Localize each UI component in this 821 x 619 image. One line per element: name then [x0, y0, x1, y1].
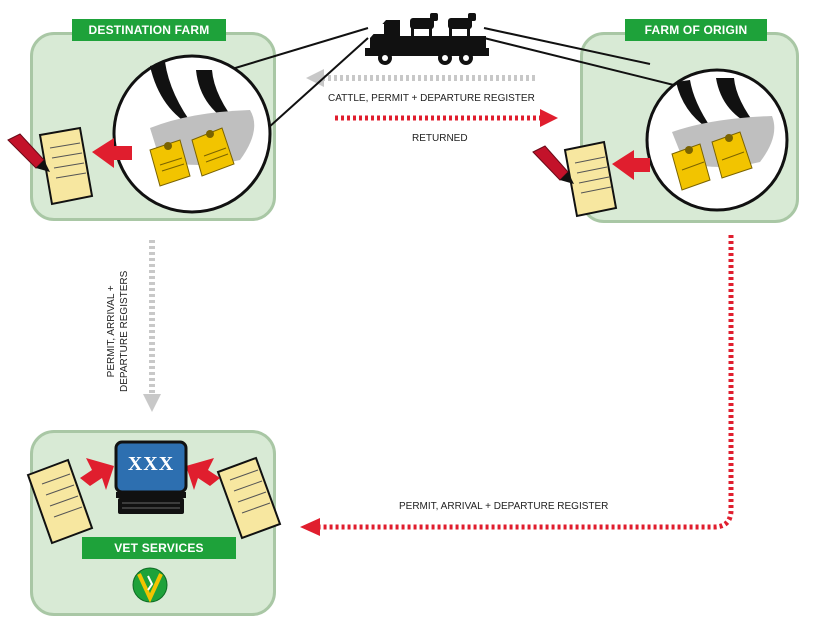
farm-of-origin-label: FARM OF ORIGIN — [625, 19, 767, 41]
pen-icon — [7, 133, 50, 172]
vet-services-label: VET SERVICES — [82, 537, 236, 559]
edge-label-destination-to-vet: PERMIT, ARRIVAL + DEPARTURE REGISTERS — [105, 271, 131, 392]
edge-label-truck-to-destination: CATTLE, PERMIT + DEPARTURE REGISTER — [328, 93, 535, 104]
document-icon — [563, 140, 618, 218]
truck-icon — [365, 13, 489, 65]
ear-tag-icon — [149, 139, 191, 187]
ear-tag-icon — [191, 127, 235, 177]
red-arrow-icon — [92, 138, 132, 168]
arrow-destination-to-vet — [143, 240, 161, 412]
ear-tag-icon — [671, 143, 711, 191]
pen-icon — [532, 145, 574, 184]
red-arrow-icon — [186, 458, 220, 490]
destination-ear-tag-callout — [112, 54, 272, 214]
arrow-truck-to-destination — [306, 69, 535, 87]
document-icon — [216, 456, 282, 540]
red-arrow-icon — [80, 458, 114, 490]
origin-ear-tag-callout — [645, 68, 789, 212]
computer-screen-text: XXX — [127, 453, 175, 475]
edge-label-returned: RETURNED — [412, 133, 468, 144]
document-icon — [26, 458, 94, 545]
callout-lines — [221, 27, 703, 129]
document-icon — [38, 126, 94, 206]
vet-logo-icon — [132, 567, 168, 603]
cow-icon — [448, 13, 476, 36]
edge-label-origin-to-vet: PERMIT, ARRIVAL + DEPARTURE REGISTER — [399, 501, 609, 512]
ear-tag-icon — [711, 131, 753, 179]
arrow-origin-to-vet — [300, 235, 734, 536]
destination-farm-label: DESTINATION FARM — [72, 19, 226, 41]
edge-label-destination-to-vet-line1: PERMIT, ARRIVAL + — [106, 285, 117, 378]
edge-label-destination-to-vet-line2: DEPARTURE REGISTERS — [119, 270, 130, 392]
red-arrow-icon — [612, 150, 650, 180]
computer-icon — [114, 440, 188, 514]
arrow-returned — [335, 109, 558, 127]
cow-icon — [410, 13, 438, 36]
